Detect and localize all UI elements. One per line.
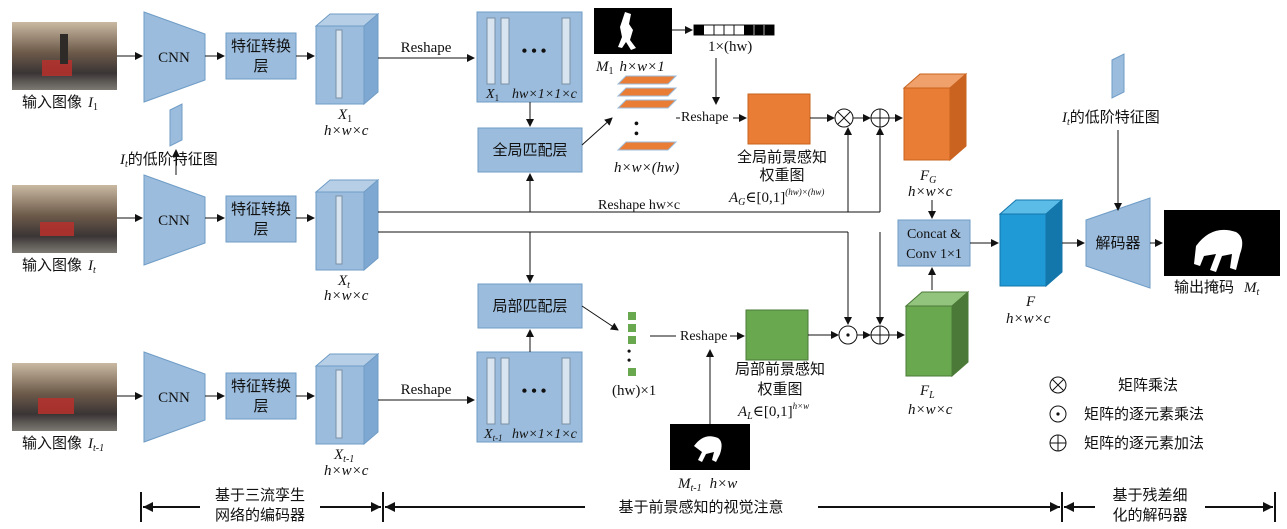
svg-text:• • •: • • •	[522, 383, 547, 400]
elementwise-add-global	[871, 109, 889, 127]
svg-text:局部匹配层: 局部匹配层	[492, 298, 567, 315]
fg-cube	[904, 74, 966, 160]
section-encoder-l1: 基于三流孪生	[215, 487, 305, 504]
elementwise-add-local	[871, 326, 889, 344]
f-cube	[1000, 200, 1062, 286]
input-image-1	[12, 22, 117, 90]
global-match-layer: 全局匹配层	[478, 128, 582, 172]
low-feature-map-right	[1112, 54, 1124, 98]
svg-text:特征转换: 特征转换	[231, 38, 291, 55]
global-stack-dims: h×w×(hw)	[614, 160, 679, 176]
local-green-vector: • •	[627, 312, 636, 376]
local-vec-dims: (hw)×1	[612, 383, 656, 399]
feature-xt-dims: h×w×c	[324, 288, 369, 304]
global-weight-formula: AG∈[0,1](hw)×(hw)	[728, 187, 824, 208]
legend-matmul: 矩阵乘法	[1118, 377, 1178, 394]
cnn-block-1: CNN	[144, 12, 205, 102]
concat-conv-block: Concat & Conv 1×1	[898, 220, 970, 266]
svg-text:•: •	[634, 127, 639, 142]
section-decoder-l1: 基于残差细	[1112, 487, 1187, 504]
cnn-block-t-1: CNN	[144, 352, 205, 442]
svg-text:层: 层	[253, 399, 268, 415]
decoder-block: 解码器	[1086, 198, 1150, 288]
local-weight-formula: AL∈[0,1]h×w	[737, 401, 809, 422]
fl-label: FL	[919, 383, 935, 401]
mask-m1	[594, 8, 672, 54]
feature-cube-xt	[316, 180, 378, 270]
transform-block-t: 特征转换 层	[226, 196, 296, 242]
low-feature-label-left: It的低阶特征图	[119, 151, 218, 170]
fl-cube	[906, 292, 968, 376]
svg-text:Conv 1×1: Conv 1×1	[906, 247, 962, 262]
reshape-local-label: Reshape	[680, 329, 727, 344]
mask-prev	[670, 424, 750, 470]
feature-cube-xt-1	[316, 354, 378, 444]
low-feature-map-left	[170, 104, 182, 146]
global-orange-stack: • •	[618, 76, 676, 150]
section-decoder-l2: 化的解码器	[1112, 507, 1187, 524]
svg-text:CNN: CNN	[158, 390, 190, 406]
global-weight-l1: 全局前景感知	[737, 148, 827, 166]
f-label: F	[1025, 294, 1036, 310]
legend-elementwise-mul: 矩阵的逐元素乘法	[1084, 406, 1204, 423]
svg-text:特征转换: 特征转换	[231, 201, 291, 218]
svg-text:全局匹配层: 全局匹配层	[492, 141, 567, 159]
legend-elementwise-add: 矩阵的逐元素加法	[1084, 435, 1204, 452]
svg-text:hw×1×1×c: hw×1×1×c	[512, 427, 578, 442]
global-weight-map	[748, 94, 810, 144]
svg-text:CNN: CNN	[158, 50, 190, 66]
reshape-hwc-label: Reshape hw×c	[598, 198, 680, 213]
matmul-op	[835, 109, 853, 127]
cnn-block-t: CNN	[144, 175, 205, 265]
legend: 矩阵乘法 矩阵的逐元素乘法 矩阵的逐元素加法	[1050, 377, 1204, 452]
feature-cube-x1	[316, 14, 378, 104]
mask-vector	[694, 25, 774, 35]
svg-text:•: •	[627, 353, 631, 367]
svg-text:hw×1×1×c: hw×1×1×c	[512, 87, 578, 102]
f-dims: h×w×c	[1006, 311, 1051, 327]
svg-text:• • •: • • •	[522, 43, 547, 60]
section-encoder-l2: 网络的编码器	[215, 507, 305, 524]
svg-text:CNN: CNN	[158, 213, 190, 229]
local-weight-l1: 局部前景感知	[735, 361, 825, 378]
fg-dims: h×w×c	[908, 184, 953, 200]
transform-block-1: 特征转换 层	[226, 33, 296, 79]
output-mask	[1164, 210, 1280, 276]
feature-x1-dims: h×w×c	[324, 123, 369, 139]
stack-top: • • • X1 hw×1×1×c	[477, 12, 582, 103]
global-weight-l2: 权重图	[759, 167, 804, 184]
svg-text:层: 层	[253, 59, 268, 75]
transform-block-t-1: 特征转换 层	[226, 373, 296, 419]
svg-text:特征转换: 特征转换	[231, 378, 291, 395]
reshape-global-label: Reshape	[681, 110, 728, 125]
feature-xt-1-dims: h×w×c	[324, 463, 369, 479]
svg-text:解码器: 解码器	[1095, 235, 1140, 252]
input-image-t	[12, 185, 117, 253]
local-weight-l2: 权重图	[757, 381, 802, 398]
fl-dims: h×w×c	[908, 402, 953, 418]
input-image-t-1	[12, 363, 117, 431]
reshape-label-top: Reshape	[401, 40, 452, 56]
svg-text:层: 层	[253, 222, 268, 238]
vector-dims: 1×(hw)	[708, 39, 752, 55]
elementwise-mul-op	[839, 326, 857, 344]
svg-text:Concat &: Concat &	[907, 227, 961, 242]
low-feature-label-right: It的低阶特征图	[1061, 109, 1160, 128]
local-weight-map	[746, 310, 808, 360]
reshape-label-bottom: Reshape	[401, 382, 452, 398]
local-match-layer: 局部匹配层	[478, 284, 582, 328]
stack-bottom: • • • Xt-1 hw×1×1×c	[477, 352, 582, 443]
section-attention: 基于前景感知的视觉注意	[618, 498, 783, 516]
